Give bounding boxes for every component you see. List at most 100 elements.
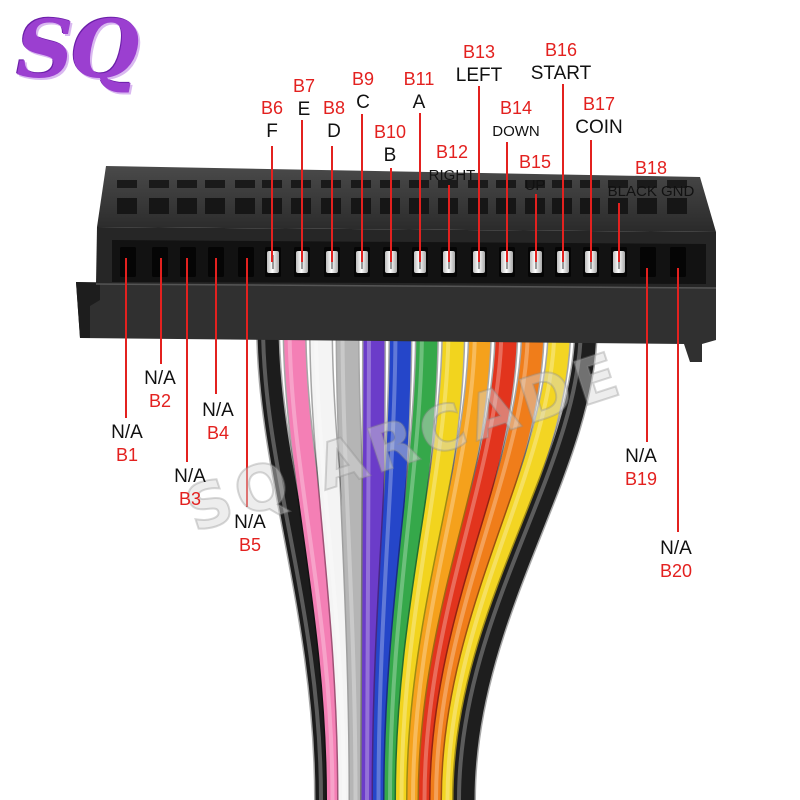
pin-label-b8: B8 D bbox=[323, 97, 345, 143]
wire-highlight bbox=[314, 324, 346, 800]
housing-cell bbox=[117, 198, 137, 214]
pin-id: B12 bbox=[435, 142, 469, 162]
pin-id: B17 bbox=[582, 94, 616, 114]
pin-id: B4 bbox=[206, 423, 230, 443]
pin-label-b14: B14 DOWN bbox=[492, 97, 540, 143]
pin-hole-b20 bbox=[670, 247, 686, 277]
pin-function: E bbox=[297, 99, 311, 120]
pin-label-b12: B12 RIGHT bbox=[429, 141, 476, 187]
housing-base bbox=[76, 282, 716, 362]
pin-function: A bbox=[412, 92, 426, 113]
pin-label-b5: N/A B5 bbox=[234, 511, 266, 557]
wire-highlight bbox=[340, 324, 358, 800]
pin-label-b20: N/A B20 bbox=[660, 537, 692, 583]
pin-id: B6 bbox=[260, 98, 284, 118]
wire bbox=[257, 324, 337, 800]
pin-id: B10 bbox=[373, 122, 407, 142]
wire-highlight bbox=[411, 324, 477, 800]
housing-cell bbox=[117, 180, 137, 188]
pin-function: B bbox=[383, 145, 397, 166]
pin-function: N/A bbox=[234, 512, 266, 533]
pin-id: B9 bbox=[351, 69, 375, 89]
pin-id: B20 bbox=[659, 561, 693, 581]
housing-edge-highlight bbox=[95, 283, 717, 289]
wire bbox=[407, 324, 491, 800]
pin-label-b9: B9 C bbox=[352, 68, 374, 114]
wire-highlight bbox=[261, 324, 323, 800]
brand-logo: SQ bbox=[16, 2, 139, 96]
housing-cell bbox=[205, 198, 225, 214]
wire-highlight bbox=[388, 324, 424, 800]
pin-function: DOWN bbox=[492, 123, 540, 140]
housing-cell bbox=[608, 180, 628, 188]
pin-function: N/A bbox=[660, 538, 692, 559]
pin-function: N/A bbox=[202, 400, 234, 421]
pin-function: UP bbox=[524, 177, 546, 194]
wire bbox=[396, 324, 464, 800]
wire bbox=[419, 324, 517, 800]
pin-id: B1 bbox=[115, 445, 139, 465]
wire bbox=[442, 324, 570, 800]
housing-cell bbox=[637, 180, 657, 188]
wire bbox=[284, 324, 348, 800]
wire bbox=[373, 324, 411, 800]
pin-id: B3 bbox=[178, 489, 202, 509]
wire bbox=[337, 324, 371, 800]
pin-id: B18 bbox=[634, 158, 668, 178]
pin-function: N/A bbox=[174, 466, 206, 487]
pin-label-b16: B16 START bbox=[531, 39, 592, 85]
housing-cell bbox=[667, 198, 687, 214]
connector-housing bbox=[76, 166, 717, 362]
pin-label-b10: B10 B bbox=[374, 121, 406, 167]
wire bbox=[430, 324, 544, 800]
leader-lines bbox=[125, 84, 679, 532]
housing-cell bbox=[149, 180, 169, 188]
wire-highlight bbox=[365, 324, 371, 800]
pin-id: B7 bbox=[292, 76, 316, 96]
pin-label-b15: B15 UP bbox=[519, 151, 551, 197]
pin-label-b18: B18 BLACK GND bbox=[608, 157, 695, 203]
pin-label-b3: N/A B3 bbox=[174, 465, 206, 511]
pin-label-b6: B6 F bbox=[261, 97, 283, 143]
pin-id: B8 bbox=[322, 98, 346, 118]
pin-function: BLACK GND bbox=[607, 183, 695, 200]
housing-cell bbox=[667, 180, 687, 188]
pin-id: B15 bbox=[518, 152, 552, 172]
pin-function: N/A bbox=[111, 422, 143, 443]
pin-function: D bbox=[327, 121, 341, 142]
pin-function: START bbox=[530, 63, 592, 84]
pin-label-b2: N/A B2 bbox=[144, 367, 176, 413]
pin-function: F bbox=[266, 121, 278, 142]
pin-hole-b19 bbox=[640, 247, 656, 277]
housing-cell bbox=[177, 180, 197, 188]
wire-highlight bbox=[376, 324, 398, 800]
pin-label-b4: N/A B4 bbox=[202, 399, 234, 445]
pin-id: B19 bbox=[624, 469, 658, 489]
pin-hole-b1 bbox=[120, 247, 136, 277]
wire bbox=[453, 324, 597, 800]
pin-function: COIN bbox=[575, 117, 623, 138]
housing-cell bbox=[438, 180, 458, 188]
housing-cell bbox=[235, 180, 255, 188]
wire-highlight bbox=[287, 324, 335, 800]
housing-cell bbox=[525, 180, 545, 188]
pin-id: B11 bbox=[403, 69, 435, 89]
pin-id: B13 bbox=[462, 42, 496, 62]
housing-cell bbox=[177, 198, 197, 214]
pin-label-b7: B7 E bbox=[293, 75, 315, 121]
wire-highlight bbox=[422, 324, 504, 800]
pin-function: C bbox=[356, 92, 370, 113]
wire bbox=[384, 324, 438, 800]
pin-label-b17: B17 COIN bbox=[575, 93, 623, 139]
housing-cell bbox=[149, 198, 169, 214]
wire-highlight bbox=[434, 324, 530, 800]
wire bbox=[361, 324, 385, 800]
wire-bundle bbox=[256, 324, 598, 800]
pin-label-b19: N/A B19 bbox=[625, 445, 657, 491]
housing-cell bbox=[637, 198, 657, 214]
wire-highlight bbox=[445, 324, 557, 800]
wire-highlight bbox=[399, 324, 451, 800]
pin-label-b1: N/A B1 bbox=[111, 421, 143, 467]
pin-id: B14 bbox=[499, 98, 533, 118]
